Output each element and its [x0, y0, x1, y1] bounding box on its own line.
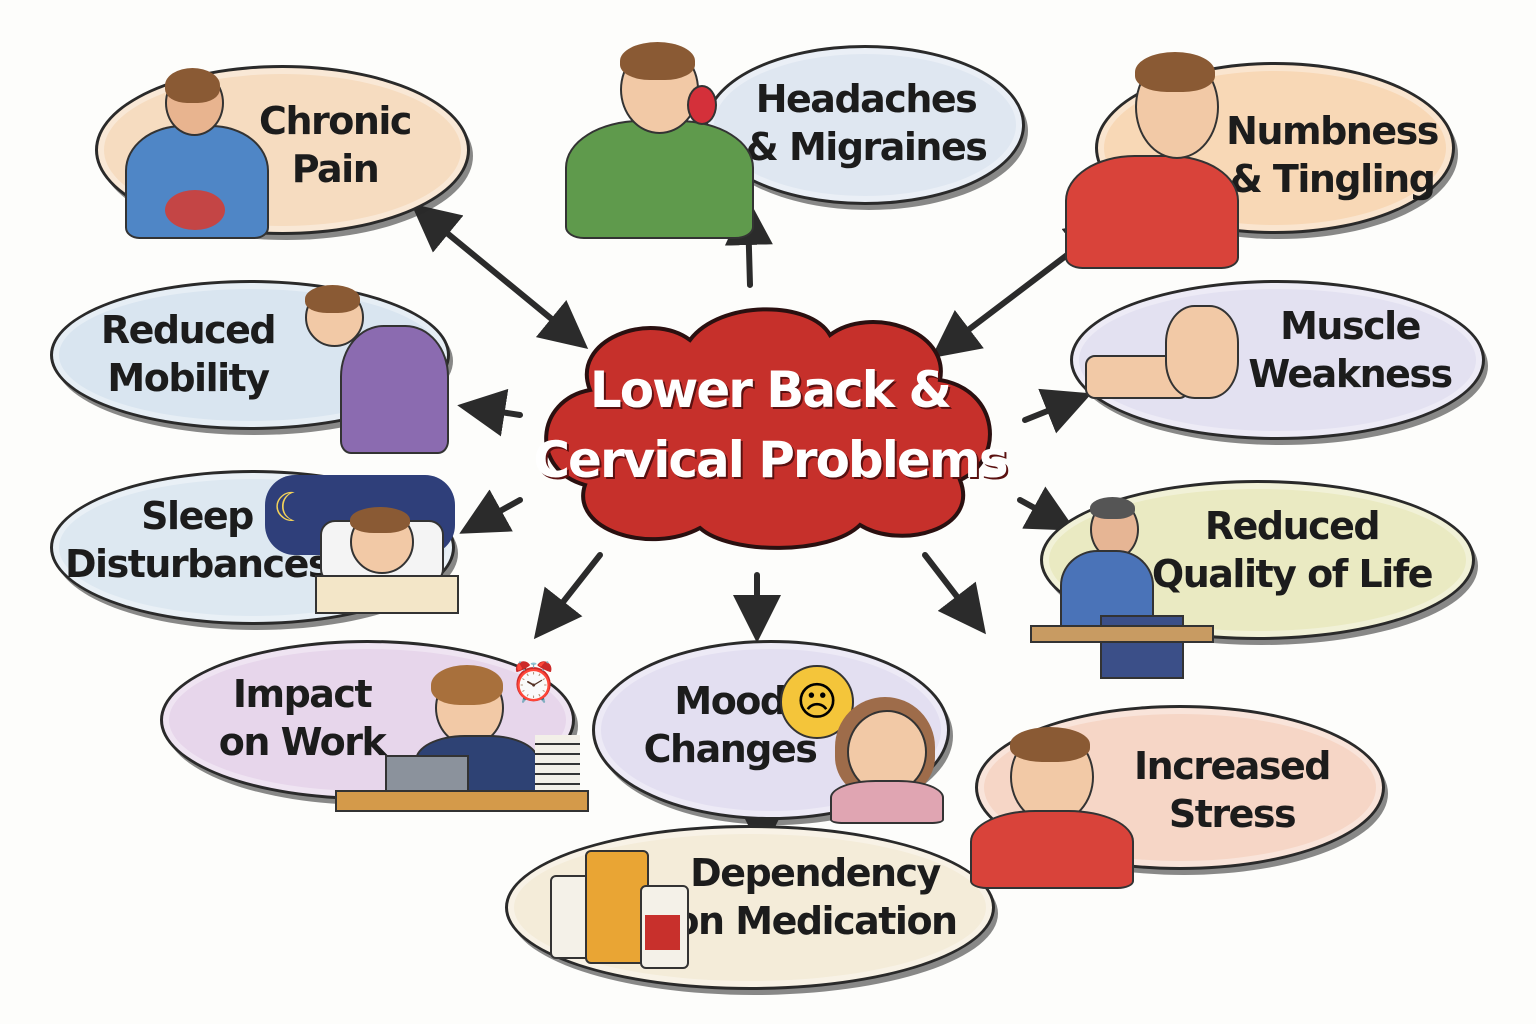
label-line: on Medication	[673, 899, 958, 943]
woman-working-laptop-illustration: ⏰	[335, 645, 589, 812]
child-sleeping-illustration: ☾	[265, 475, 459, 615]
fist-illustration	[1085, 295, 1239, 435]
person-numbness-illustration	[1065, 50, 1240, 269]
alarm-clock-icon: ⏰	[510, 660, 558, 704]
person-bending-illustration	[300, 280, 450, 454]
label-line: Pain	[291, 147, 380, 191]
label-line: Reduced	[100, 308, 277, 352]
label-line: Increased	[1134, 744, 1331, 788]
label-line: on Work	[218, 720, 387, 764]
label-line: Headaches	[755, 77, 978, 121]
label-line: Changes	[643, 727, 818, 771]
arrow-weakness	[1022, 388, 1092, 434]
arrow-work	[533, 552, 603, 640]
label-line: & Tingling	[1229, 157, 1436, 201]
node-headaches	[705, 45, 1025, 205]
arrow-sleep	[459, 489, 523, 534]
arrow-chronic-pain	[411, 203, 589, 350]
label-line: Sleep	[141, 494, 254, 538]
sad-girl-illustration: ☹	[775, 665, 945, 824]
central-topic-title: Lower Back & Cervical Problems	[533, 355, 1008, 495]
central-title-line: Cervical Problems	[533, 431, 1008, 489]
arrow-quality	[1017, 486, 1076, 531]
label-line: Chronic	[259, 99, 412, 143]
stressed-person-illustration	[960, 700, 1140, 889]
label-headaches: Headaches& Migraines	[745, 75, 988, 171]
label-line: Muscle	[1280, 304, 1421, 348]
label-numbness: Numbness& Tingling	[1226, 107, 1439, 203]
man-sitting-bench-illustration	[1030, 495, 1214, 690]
label-line: Dependency	[690, 851, 941, 895]
person-back-pain-illustration	[120, 65, 270, 245]
label-line: Mood	[674, 679, 787, 723]
label-line: & Migraines	[745, 125, 988, 169]
label-line: Numbness	[1226, 109, 1439, 153]
label-line: Stress	[1168, 792, 1297, 836]
arrow-mobility	[457, 388, 523, 437]
label-line: Weakness	[1248, 352, 1453, 396]
central-title-line: Lower Back &	[589, 361, 952, 419]
medication-bottles-illustration	[545, 840, 705, 975]
person-headache-illustration	[565, 40, 755, 239]
label-line: Mobility	[107, 356, 270, 400]
arrow-stress	[922, 552, 986, 635]
central-problem-cloud	[544, 307, 992, 550]
moon-icon: ☾	[273, 485, 309, 531]
worried-face-icon: ☹	[780, 665, 854, 739]
label-line: Quality of Life	[1151, 552, 1434, 596]
label-line: Reduced	[1204, 504, 1381, 548]
label-line: Impact	[232, 672, 373, 716]
